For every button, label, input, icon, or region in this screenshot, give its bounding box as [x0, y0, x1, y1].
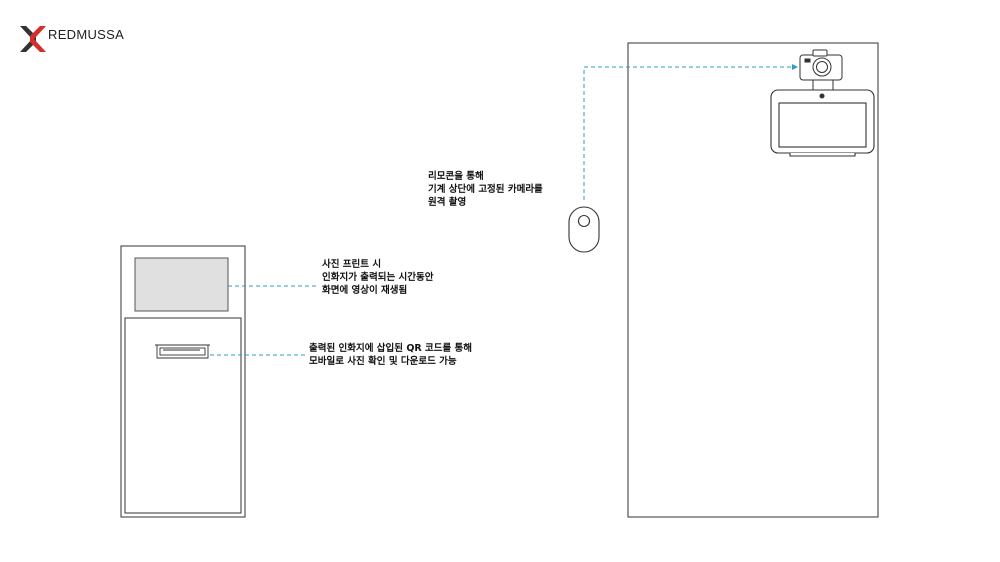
annotation-print-slot: 출력된 인화지에 삽입된 QR 코드를 통해 모바일로 사진 확인 및 다운로드…	[309, 342, 472, 368]
annotation-screen-line-1: 사진 프린트 시	[322, 259, 382, 270]
print-slot-icon	[155, 344, 210, 359]
logo-icon	[20, 26, 46, 52]
kiosk-small	[120, 245, 246, 518]
annotation-remote-line-1: 리모콘을 통해	[428, 171, 484, 182]
leader-arrowhead	[792, 64, 798, 70]
brand-name: REDMUSSA	[48, 27, 125, 42]
leader-line-remote	[583, 66, 793, 200]
annotation-screen: 사진 프린트 시 인화지가 출력되는 시간동안 화면에 영상이 재생됨	[322, 258, 434, 297]
kiosk-display-screen	[134, 257, 229, 312]
annotation-remote-line-2: 기계 상단에 고정된 카메라를	[428, 184, 543, 195]
annotation-screen-line-3: 화면에 영상이 재생됨	[322, 285, 408, 296]
annotation-screen-line-2: 인화지가 출력되는 시간동안	[322, 272, 434, 283]
camera-icon	[799, 49, 843, 91]
monitor-icon	[770, 89, 875, 157]
annotation-print-slot-line-2: 모바일로 사진 확인 및 다운로드 가능	[309, 356, 457, 367]
remote-control-icon	[568, 206, 600, 253]
annotation-print-slot-line-1: 출력된 인화지에 삽입된 QR 코드를 통해	[309, 343, 473, 354]
annotation-remote: 리모콘을 통해 기계 상단에 고정된 카메라를 원격 촬영	[428, 170, 543, 209]
annotation-remote-line-3: 원격 촬영	[428, 197, 467, 208]
